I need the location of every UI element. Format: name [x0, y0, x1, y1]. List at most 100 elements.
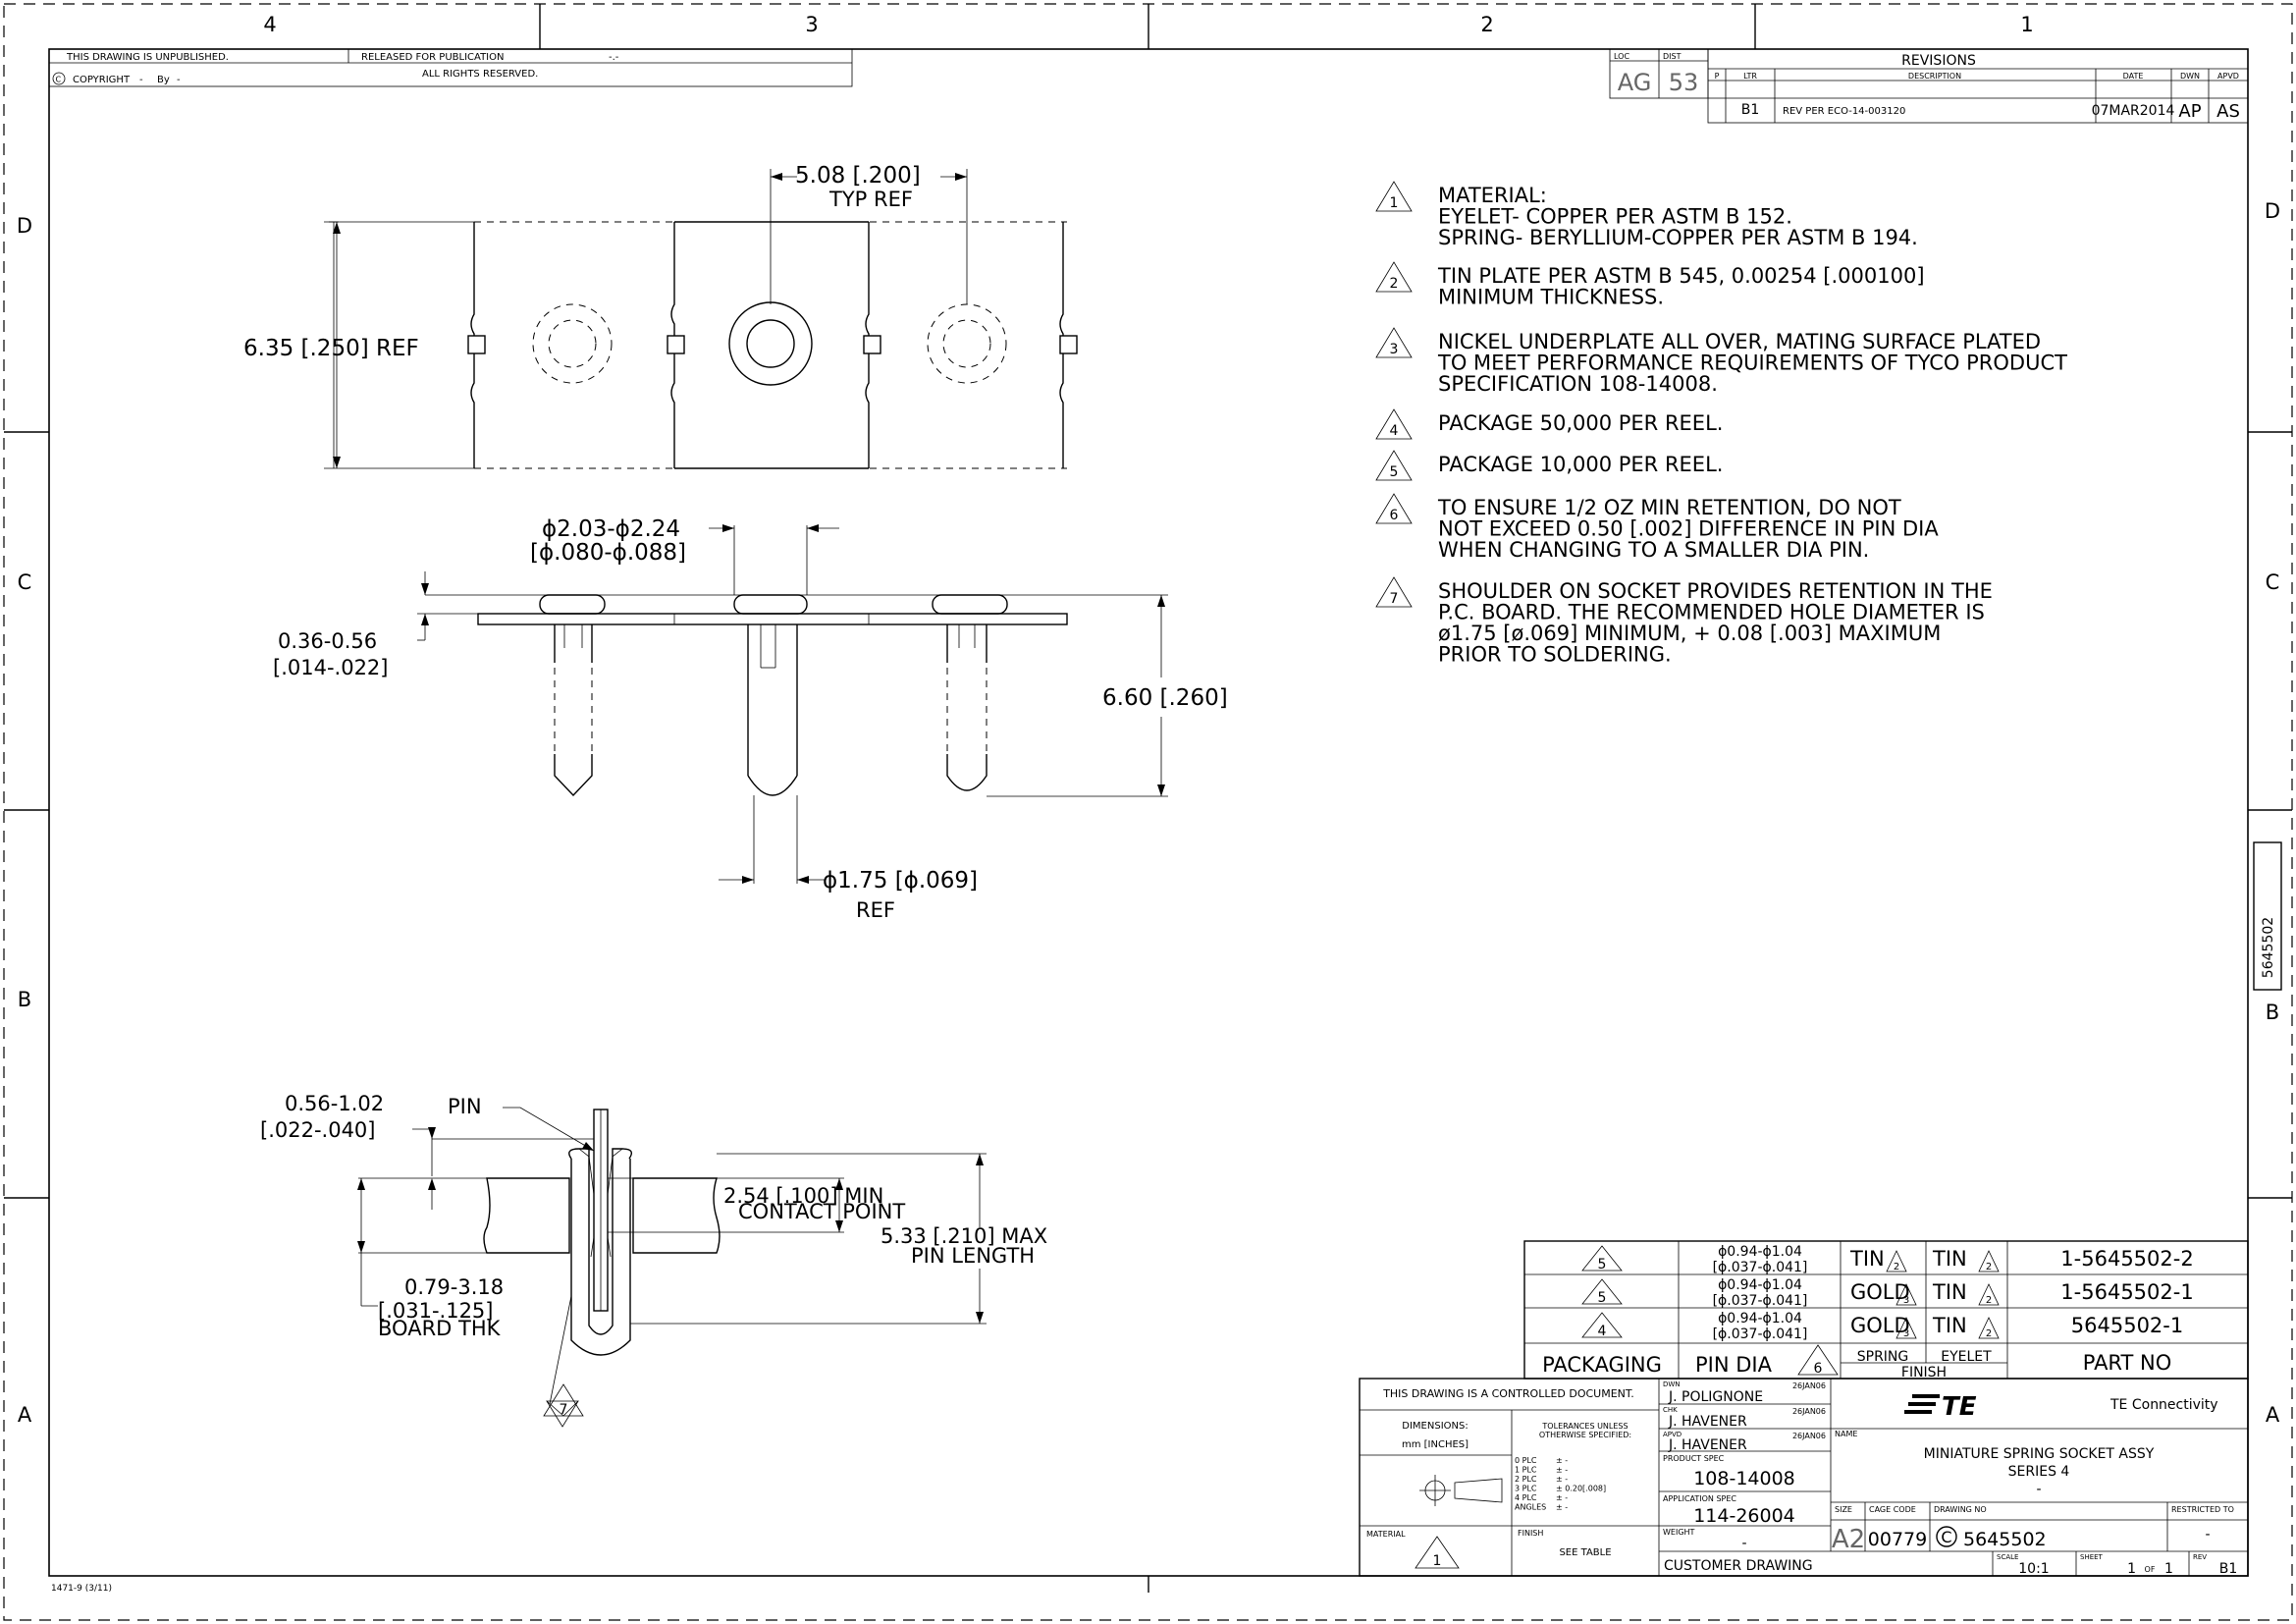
svg-text:DIST: DIST — [1663, 52, 1682, 61]
svg-text:2: 2 — [1986, 1328, 1992, 1339]
svg-text:DWN: DWN — [1663, 1380, 1681, 1388]
col-finish: FINISH — [1901, 1365, 1947, 1380]
zone-right-b: B — [2266, 1001, 2279, 1024]
svg-text:C: C — [1941, 1528, 1951, 1546]
scale-value: 10:1 — [2018, 1561, 2049, 1577]
note-line: NICKEL UNDERPLATE ALL OVER, MATING SURFA… — [1438, 330, 2041, 353]
svg-text:-: - — [177, 75, 181, 85]
svg-text:SCALE: SCALE — [1997, 1553, 2018, 1561]
rev-ltr: B1 — [1741, 102, 1760, 118]
svg-text:LTR: LTR — [1743, 72, 1757, 81]
part-number: 1-5645502-1 — [2060, 1280, 2193, 1304]
pin-label: PIN — [448, 1095, 482, 1118]
svg-text:-: - — [1741, 1536, 1746, 1551]
revisions-title: REVISIONS — [1901, 53, 1976, 69]
customer-drawing: CUSTOMER DRAWING — [1664, 1558, 1813, 1574]
pin-dia-in: [ϕ.037-ϕ.041] — [1713, 1260, 1808, 1275]
note-line: NOT EXCEED 0.50 [.002] DIFFERENCE IN PIN… — [1438, 517, 1939, 541]
note-line: EYELET- COPPER PER ASTM B 152. — [1438, 205, 1792, 229]
col-part-no: PART NO — [2083, 1351, 2172, 1375]
dim-pin-dia-2: [ϕ.080-ϕ.088] — [530, 540, 686, 566]
pin-dia-mm: ϕ0.94-ϕ1.04 — [1718, 1311, 1802, 1326]
spring-finish: TIN — [1849, 1247, 1885, 1271]
strip-side-view: ϕ2.03-ϕ2.24 [ϕ.080-ϕ.088] 0.36-0.56 [.01… — [273, 516, 1256, 922]
note-line: PACKAGE 10,000 PER REEL. — [1438, 453, 1723, 476]
svg-text:2: 2 — [1986, 1262, 1992, 1272]
dim-height: 6.60 [.260] — [1102, 685, 1228, 711]
svg-text:26JAN06: 26JAN06 — [1792, 1432, 1826, 1440]
svg-text:mm [INCHES]: mm [INCHES] — [1402, 1439, 1468, 1450]
note-number: 3 — [1390, 342, 1399, 357]
title-block: THIS DRAWING IS A CONTROLLED DOCUMENT. D… — [1359, 1378, 2249, 1577]
col-spring: SPRING — [1857, 1349, 1909, 1365]
tolerance-value: ± - — [1556, 1503, 1568, 1512]
svg-text:FINISH: FINISH — [1518, 1529, 1543, 1538]
pin-dia-mm: ϕ0.94-ϕ1.04 — [1718, 1244, 1802, 1260]
approved-by: J. HAVENER — [1668, 1437, 1747, 1453]
zone-left-a: A — [18, 1403, 32, 1427]
revisions-block: REVISIONS P LTR DESCRIPTION DATE DWN APV… — [1707, 48, 2249, 124]
loc-value: AG — [1618, 69, 1652, 96]
svg-text:6: 6 — [1814, 1361, 1823, 1377]
sheet-border — [3, 3, 2293, 1621]
part-number: 5645502-1 — [2071, 1314, 2183, 1337]
dim-contact-1: 2.54 [.100] MIN — [723, 1184, 883, 1208]
zone-right-c: C — [2266, 570, 2280, 594]
part-name-1: MINIATURE SPRING SOCKET ASSY — [1924, 1446, 2155, 1462]
svg-text:TOLERANCES UNLESS: TOLERANCES UNLESS — [1541, 1422, 1628, 1431]
svg-text:26JAN06: 26JAN06 — [1792, 1407, 1826, 1416]
tolerance-value: ± - — [1556, 1466, 1568, 1475]
tolerance-label: 2 PLC — [1515, 1475, 1537, 1484]
svg-text:WEIGHT: WEIGHT — [1663, 1528, 1695, 1537]
svg-text:-: - — [2036, 1482, 2041, 1497]
dim-protrude-1: 0.56-1.02 — [285, 1092, 384, 1115]
svg-text:-: - — [139, 75, 143, 85]
svg-text:OF: OF — [2145, 1565, 2156, 1574]
finish-value: SEE TABLE — [1559, 1547, 1611, 1558]
tolerance-value: ± - — [1556, 1456, 1568, 1465]
part-name-2: SERIES 4 — [2008, 1464, 2070, 1480]
spring-finish: GOLD — [1850, 1314, 1910, 1337]
svg-text:By: By — [157, 75, 170, 85]
dim-board-1: 0.79-3.18 — [404, 1275, 504, 1299]
note-line: TIN PLATE PER ASTM B 545, 0.00254 [.0001… — [1437, 264, 1925, 288]
pin-dia-in: [ϕ.037-ϕ.041] — [1713, 1326, 1808, 1342]
svg-text:APVD: APVD — [2217, 72, 2239, 81]
loc-dist-block: LOC DIST AG 53 — [1609, 48, 1709, 99]
tolerance-label: 3 PLC — [1515, 1485, 1537, 1493]
unpublished-text: THIS DRAWING IS UNPUBLISHED. — [66, 52, 229, 63]
dim-pin-dia-1: ϕ2.03-ϕ2.24 — [542, 516, 680, 542]
application-spec: 114-26004 — [1693, 1505, 1795, 1527]
dim-protrude-2: [.022-.040] — [260, 1118, 375, 1142]
product-spec: 108-14008 — [1693, 1468, 1795, 1489]
svg-text:SIZE: SIZE — [1835, 1505, 1852, 1514]
dim-hole-2: REF — [856, 898, 895, 922]
svg-text:1: 1 — [1433, 1553, 1442, 1569]
col-eyelet: EYELET — [1941, 1349, 1992, 1365]
zone-top-3: 3 — [805, 13, 818, 36]
zone-left-d: D — [17, 214, 32, 238]
tolerance-label: 1 PLC — [1515, 1466, 1537, 1475]
note-line: P.C. BOARD. THE RECOMMENDED HOLE DIAMETE… — [1438, 601, 1985, 624]
note-line: ø1.75 [ø.069] MINIMUM, + 0.08 [.003] MAX… — [1438, 622, 1941, 645]
tolerance-value: ± 0.20[.008] — [1556, 1485, 1606, 1493]
dim-board-3: BOARD THK — [378, 1317, 502, 1340]
svg-text:1: 1 — [2164, 1561, 2173, 1577]
svg-text:2: 2 — [1986, 1295, 1992, 1306]
col-packaging: PACKAGING — [1542, 1353, 1662, 1377]
note-number: 5 — [1390, 464, 1399, 480]
pin-dia-in: [ϕ.037-ϕ.041] — [1713, 1293, 1808, 1309]
tolerance-label: ANGLES — [1515, 1503, 1546, 1512]
svg-text:CAGE CODE: CAGE CODE — [1869, 1505, 1916, 1514]
note-line: SHOULDER ON SOCKET PROVIDES RETENTION IN… — [1438, 579, 1993, 603]
drawn-by: J. POLIGNONE — [1668, 1389, 1763, 1405]
dim-length-2: PIN LENGTH — [911, 1244, 1035, 1268]
